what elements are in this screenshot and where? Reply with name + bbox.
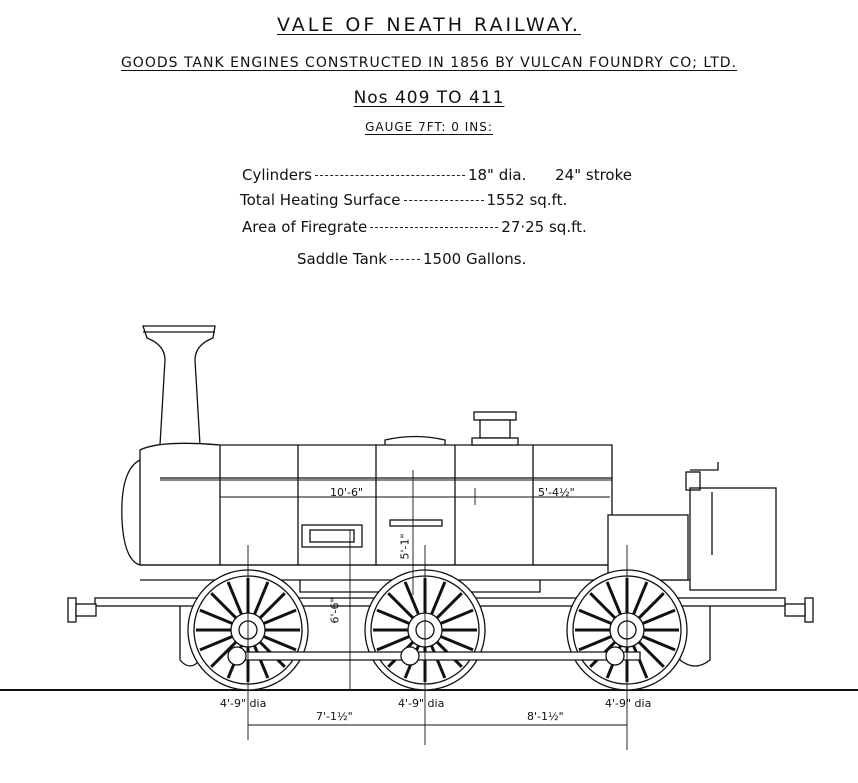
dim-wheel-rear: 4'-9" dia [605,697,652,710]
coupling-rod [229,651,641,661]
spec-label: Total Heating Surface [240,191,401,209]
dim-wheelbase-front: 7'-1½" [316,710,353,723]
spec-value: 27·25 sq.ft. [501,218,587,236]
dim-wheel-middle: 4'-9" dia [398,697,445,710]
spec-saddle-tank: Saddle Tank 1500 Gallons. [297,250,526,268]
dim-wheelbase-rear: 8'-1½" [527,710,564,723]
drawing-subtitle: GOODS TANK ENGINES CONSTRUCTED IN 1856 B… [120,55,738,71]
spec-cylinders: Cylinders 18" dia. 24" stroke [242,166,632,184]
spec-value: 1500 Gallons. [423,250,527,268]
safety-valve-dome [471,411,519,446]
saddle-tank [121,435,690,581]
cab [607,462,777,591]
dim-height-tank: 5'-1" [398,533,412,560]
dim-tank-front: 10'-6" [330,486,364,499]
spec-label: Area of Firegrate [242,218,368,236]
dim-height-boiler: 6'-6" [328,597,342,624]
dimension-lines [220,470,628,750]
spec-firegrate: Area of Firegrate 27·25 sq.ft. [242,218,587,236]
spec-value: 18" dia. [467,166,527,184]
spec-label: Saddle Tank [297,250,387,268]
chimney [142,325,216,446]
spec-extra: 24" stroke [555,166,632,184]
gauge-label: GAUGE 7FT: 0 INS: [365,120,493,134]
engine-numbers: Nos 409 TO 411 [353,88,505,108]
crank-pin [605,646,625,666]
dim-tank-rear: 5'-4½" [538,486,575,499]
crank-pin [400,646,420,666]
dim-wheel-front: 4'-9" dia [220,697,267,710]
drawing-title: VALE OF NEATH RAILWAY. [277,14,581,36]
spec-heating-surface: Total Heating Surface 1552 sq.ft. [240,191,567,209]
spec-value: 1552 sq.ft. [486,191,568,209]
buffers [67,597,814,623]
crank-pin [227,646,247,666]
spec-label: Cylinders [242,166,312,184]
